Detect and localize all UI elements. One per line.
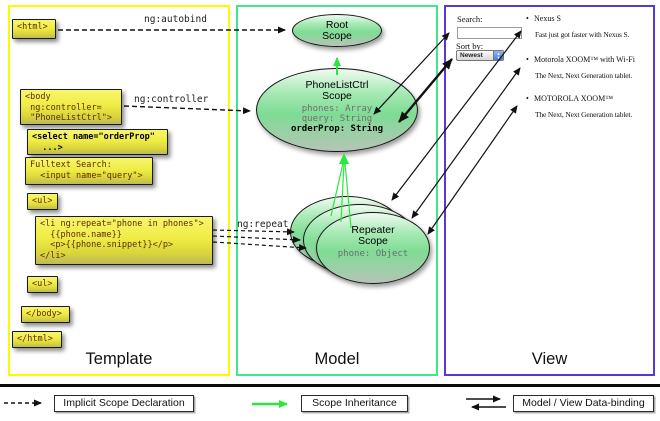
repeater-prop-phone: phone: Object (337, 249, 409, 259)
legend-divider (0, 384, 660, 387)
dropdown-stepper-icon: ▲ ▼ (493, 51, 503, 60)
root-scope-title: Root Scope (322, 19, 352, 42)
bullet-icon: • (526, 14, 529, 23)
body-controller-box: <body ng:controller= "PhoneListCtrl"> (20, 89, 122, 125)
repeater-scope-title: Repeater Scope (351, 224, 395, 247)
template-panel-label: Template (85, 350, 153, 368)
product-item: • Motorola XOOM™ with Wi-Fi The Next, Nex… (526, 55, 654, 81)
ng-autobind-label: ng:autobind (144, 14, 207, 25)
product-desc: The Next, Next Generation tablet. (535, 110, 633, 119)
body-close-tag-box: </body> (21, 306, 70, 323)
bullet-icon: • (526, 55, 529, 64)
product-desc: Fast just got faster with Nexus S. (535, 30, 630, 39)
product-name: MOTOROLA XOOM™ (534, 94, 614, 103)
repeater-scope-ellipse-front: Repeater Scope phone: Object (316, 212, 430, 284)
product-item: • MOTOROLA XOOM™ The Next, Next Generatio… (526, 94, 654, 120)
sort-dropdown-value: Newest (460, 52, 483, 59)
view-panel-label: View (531, 350, 568, 368)
search-label: Search: (457, 14, 483, 24)
product-name: Motorola XOOM™ with Wi-Fi (534, 55, 635, 64)
search-input[interactable] (457, 27, 522, 39)
select-orderprop-box: <select name="orderProp" ...> (27, 129, 168, 155)
legend-model-view-data-binding: Model / View Data-binding (513, 395, 654, 412)
product-desc: The Next, Next Generation tablet. (535, 71, 633, 80)
ng-controller-label: ng:controller (134, 94, 209, 105)
html-open-tag-box: <html> (12, 19, 56, 39)
phonelist-prop-orderprop: orderProp: String (290, 124, 384, 134)
phonelist-prop-query: query: String (301, 114, 373, 124)
legend-implicit-scope-declaration: Implicit Scope Declaration (54, 395, 194, 412)
li-repeat-box: <li ng:repeat="phone in phones"> {{phone… (35, 216, 213, 265)
sort-dropdown[interactable]: Newest ▲ ▼ (456, 50, 504, 61)
model-panel: Model (236, 5, 438, 376)
bullet-icon: • (526, 94, 529, 103)
ng-repeat-label: ng:repeat (237, 219, 289, 230)
fulltext-search-box: Fulltext Search: <input name="query"> (25, 157, 153, 185)
model-panel-label: Model (314, 350, 360, 368)
ul-close-tag-box: <ul> (27, 276, 58, 293)
phonelist-prop-phones: phones: Array (301, 104, 373, 114)
ul-open-tag-box: <ul> (27, 193, 58, 210)
product-item: • Nexus S Fast just got faster with Nexus… (526, 14, 654, 40)
html-close-tag-box: </html> (12, 331, 62, 348)
legend-scope-inheritance: Scope Inheritance (301, 395, 408, 412)
phonelistctrl-scope-title: PhoneListCtrl Scope (305, 79, 369, 102)
root-scope-ellipse: Root Scope (292, 14, 382, 47)
phonelistctrl-scope-ellipse: PhoneListCtrl Scope phones: Array query:… (256, 68, 418, 152)
product-name: Nexus S (534, 14, 561, 23)
